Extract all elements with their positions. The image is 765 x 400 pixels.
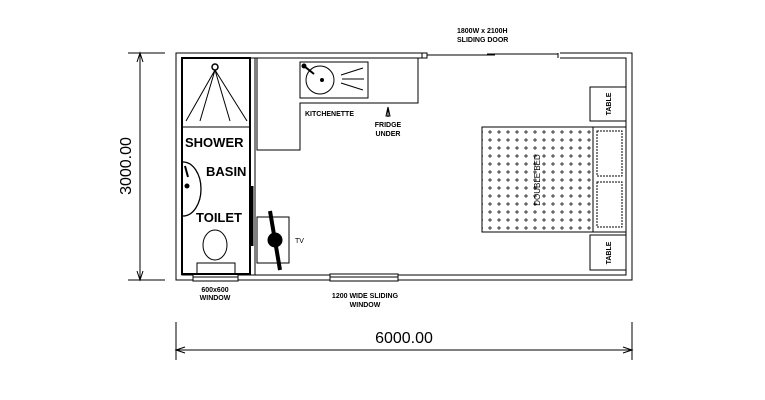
bed [481,86,627,271]
width-dimension: 6000.00 [375,330,433,347]
label-kitchenette: KITCHENETTE [305,111,354,118]
tv-unit [256,210,290,271]
label-door-type: SLIDING DOOR [457,37,508,44]
bathroom [181,57,256,275]
label-shower: SHOWER [185,135,244,150]
shower-head-icon [211,63,219,71]
label-table-top: TABLE [606,92,613,115]
label-bed: DOUBLE BED [533,154,542,206]
kitchenette [256,58,419,151]
label-large-window-1: 1200 WIDE SLIDING [332,293,399,300]
label-tv: TV [295,238,304,245]
table-bottom [589,234,627,271]
fridge-arrow-icon [385,106,391,117]
label-fridge-2: UNDER [376,131,401,138]
label-large-window-2: WINDOW [350,302,381,309]
label-small-window-2: WINDOW [200,295,231,302]
table-top [589,86,627,122]
sink-icon [299,61,369,99]
height-dimension: 3000.00 [118,137,135,195]
toilet-icon [202,229,228,261]
dimension-lines [128,51,634,360]
windows [192,273,399,282]
label-basin: BASIN [206,164,246,179]
label-toilet: TOILET [196,210,242,225]
label-fridge-1: FRIDGE [375,122,402,129]
label-door-size: 1800W x 2100H [457,28,508,35]
label-table-bottom: TABLE [606,241,613,264]
basin-icon [182,161,202,217]
label-small-window-1: 600x600 [201,287,228,294]
